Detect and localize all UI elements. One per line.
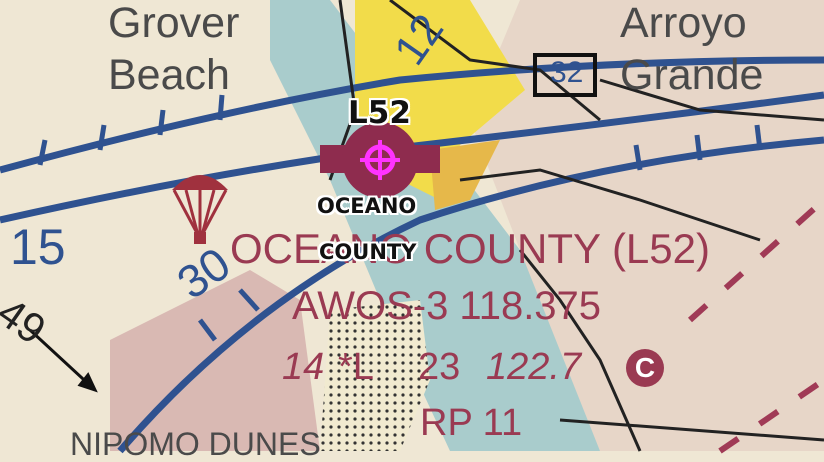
nipomo-dunes-label: NIPOMO DUNES [70,426,321,462]
airport-chart-name: OCEANO COUNTY (L52) [230,225,710,272]
airport-icon[interactable] [0,0,824,451]
airport-lighting: *L [338,346,374,388]
airspace-number-15: 15 [10,219,66,275]
airport-target-icon [360,140,400,180]
airport-id-label[interactable]: L52 [348,95,411,131]
airport-right-pattern: RP 11 [420,402,523,444]
airport-name-line1[interactable]: OCEANO [317,194,417,218]
airport-name-line2[interactable]: COUNTY [319,240,417,264]
airport-awos: AWOS-3 118.375 [292,284,602,328]
airport-elevation: 14 [282,346,325,388]
parachute-icon [172,175,228,244]
airport-runway-length: 23 [418,346,461,388]
airport-ctaf: 122.7 [486,346,582,388]
town-grover-label: Grover [108,0,240,47]
town-arroyo-label: Arroyo [620,0,747,47]
town-grande-label: Grande [620,51,764,99]
route-number-32: 32 [550,56,584,89]
ctaf-c-symbol: C [626,349,664,387]
town-beach-label: Beach [108,51,230,99]
